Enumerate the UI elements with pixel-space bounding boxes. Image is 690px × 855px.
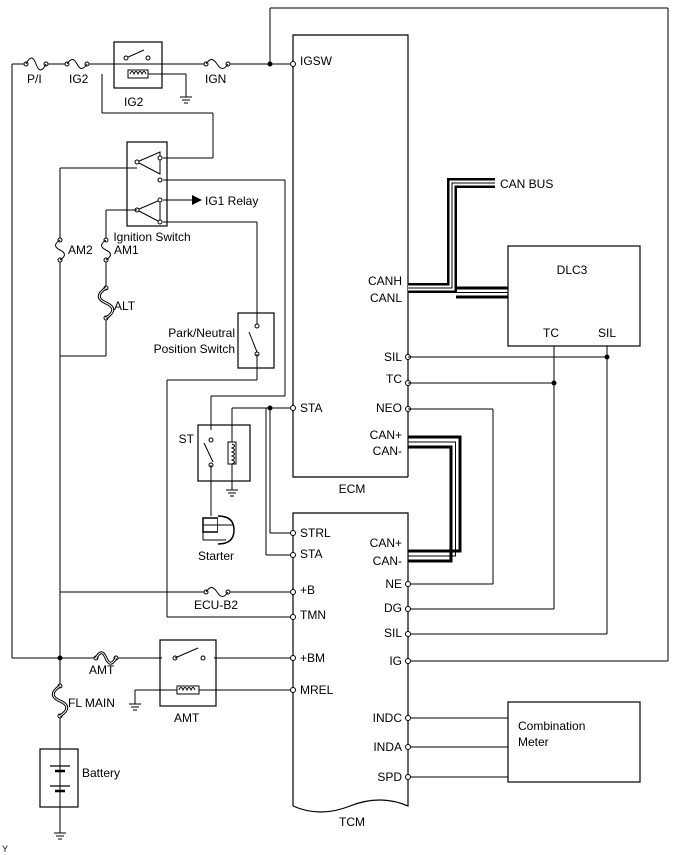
tcm-pin-sta: STA [300,547,322,561]
can-bus-lower [408,435,462,563]
ecm-box [292,34,409,478]
ignition-switch: Ignition Switch IG1 Relay [113,141,286,430]
tcm-pin-indc: INDC [373,711,403,725]
ignition-switch-contact-1-icon [135,151,161,175]
relay-st-contact-icon [203,442,214,463]
ecm-pin-canl: CANL [370,291,402,305]
fuse-am1-icon [101,239,111,261]
dlc3-box [507,245,641,347]
battery-feed-circuits: AM2 AM1 ALT [54,167,139,833]
ignition-switch-contact-2-icon [135,199,161,223]
fuse-ecu-b2-label: ECU-B2 [194,598,238,612]
fuse-ig2-label: IG2 [69,72,89,86]
tcm-pin-spd: SPD [377,770,402,784]
tcm-pin-can-minus: CAN- [373,554,402,568]
relay-ig2-box [113,41,163,89]
fuse-am2-icon [55,239,65,261]
pnp-switch-contact-icon [248,331,258,353]
relay-st-coil-icon [227,441,237,465]
tcm-pin-tmn: TMN [300,608,326,622]
relay-amt-box [159,639,217,707]
dlc3-label: DLC3 [557,263,588,277]
fuse-am1-label: AM1 [114,243,139,257]
fuse-ig2-icon [66,59,88,69]
ecm-pin-neo: NEO [376,401,402,415]
ecm-module: ECM [292,34,409,496]
ig2-circuit: P/I IG2 IG2 IGN [11,7,669,662]
relay-amt-label: AMT [174,711,200,725]
can-bus-upper: CAN BUS [408,177,553,299]
ig1-relay-label: IG1 Relay [205,194,258,208]
tcm-pin-strl: STRL [300,526,331,540]
tcm-box [292,512,409,813]
pnp-label-line1: Park/Neutral [168,326,235,340]
tcm-pin-mrel: MREL [300,683,334,697]
ecu-b2-circuit: ECU-B2 [60,586,296,612]
tcm-module: TCM [292,512,409,829]
park-neutral-position-switch: Park/Neutral Position Switch [154,312,296,620]
starter-label: Starter [198,549,234,563]
meter-label-line2: Meter [518,735,549,749]
fuse-pi-icon [25,57,47,71]
tcm-pin-sil: SIL [384,626,402,640]
battery-circuit: FL MAIN Battery [39,683,120,840]
dlc3-pin-sil: SIL [598,326,616,340]
combination-meter: Combination Meter [507,701,641,783]
battery-box [39,748,79,808]
fuse-alt-label: ALT [114,299,136,313]
tcm-pin-ne: NE [385,577,402,591]
ecm-pin-can-minus: CAN- [373,444,402,458]
ecm-pin-sta: STA [300,401,322,415]
meter-label-line1: Combination [518,719,585,733]
amt-circuit: AMT AMT [12,639,296,725]
relay-st-label: ST [179,432,195,446]
dlc3-pin-tc: TC [543,326,559,340]
relay-ig2-label: IG2 [124,95,144,109]
ecm-pin-can-plus: CAN+ [370,428,402,442]
starter-circuit: ST Starter [179,405,296,563]
pnp-label-line2: Position Switch [154,342,235,356]
ignition-switch-label: Ignition Switch [113,230,190,244]
tcm-pin-b: +B [300,583,315,597]
ecm-pin-canh: CANH [368,274,402,288]
can-bus-label: CAN BUS [500,177,553,191]
relay-amt-coil-icon [176,685,200,695]
battery-label: Battery [82,766,120,780]
fuse-ecu-b2-icon [205,587,229,597]
fuse-am2-label: AM2 [68,243,93,257]
relay-st-box [197,424,251,482]
ecm-label: ECM [339,482,366,496]
ig1-relay-arrow-icon [192,195,202,205]
tcm-label: TCM [339,815,365,829]
ecm-pin-tc: TC [386,372,402,386]
ecm-pin-sil: SIL [384,350,402,364]
tcm-pin-inda: INDA [373,740,402,754]
fuse-fl-main-label: FL MAIN [68,696,115,710]
dlc3-connector: DLC3 TC SIL [507,245,641,347]
fuse-ign-icon [205,59,229,69]
tcm-pin-can-plus: CAN+ [370,536,402,550]
fuse-pi-label: P/I [27,72,42,86]
corner-mark: Y [2,844,8,854]
fuse-ign-label: IGN [205,72,226,86]
fuse-amt-label: AMT [89,663,115,677]
meter-lines [405,715,508,780]
tcm-pin-bm: +BM [300,651,325,665]
tcm-pin-dg: DG [384,601,402,615]
ignition-switch-box [126,141,168,227]
diagnostic-lines [405,346,610,664]
meter-box [507,701,641,783]
relay-ig2-contact [125,49,145,59]
pnp-switch-box [237,312,275,369]
tcm-pin-ig: IG [389,654,402,668]
relay-amt-contact-icon [174,647,199,659]
ecm-pin-igsw: IGSW [300,54,333,68]
